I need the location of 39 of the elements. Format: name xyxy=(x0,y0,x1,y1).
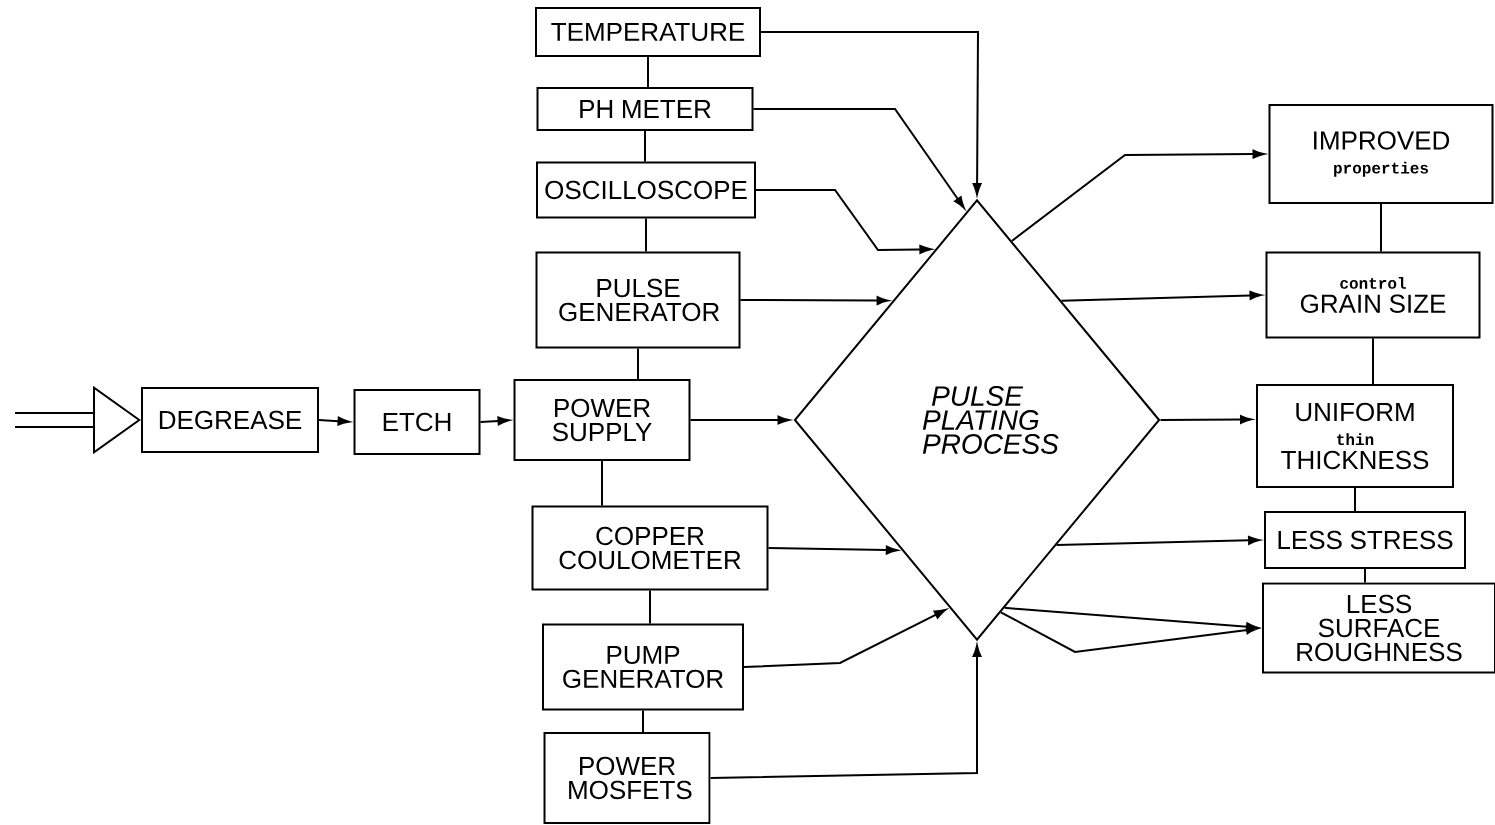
arrow xyxy=(743,609,947,668)
process-box: DEGREASE xyxy=(141,387,319,453)
arrow xyxy=(1010,149,1265,242)
connector-line xyxy=(1354,487,1356,512)
process-box: UNIFORM thin THICKNESS xyxy=(1256,384,1454,488)
connector-line xyxy=(1372,337,1374,385)
process-box: OSCILLOSCOPE xyxy=(536,161,756,219)
arrow xyxy=(318,416,350,426)
arrow xyxy=(999,611,1259,654)
process-box: POWER MOSFETS xyxy=(543,732,711,824)
connector-line xyxy=(644,130,646,163)
process-box: COPPER COULOMETER xyxy=(531,505,769,591)
connector-line xyxy=(649,589,651,625)
process-box: PUMP GENERATOR xyxy=(542,623,744,711)
process-box: LESS SURFACE ROUGHNESS xyxy=(1262,582,1495,674)
connector-line xyxy=(645,217,647,253)
arrow xyxy=(1159,415,1253,424)
arrow xyxy=(479,416,510,426)
arrow xyxy=(752,108,965,209)
process-box: POWER SUPPLY xyxy=(513,379,691,461)
connector-line xyxy=(637,347,639,380)
connector-line xyxy=(1364,568,1366,584)
arrow xyxy=(1060,291,1262,302)
connector-line xyxy=(601,460,603,507)
arrow xyxy=(689,415,790,425)
arrow xyxy=(1055,535,1261,547)
process-box: PULSE GENERATOR xyxy=(535,251,741,349)
process-box: control GRAIN SIZE xyxy=(1265,251,1481,339)
process-box: PH METER xyxy=(536,87,754,131)
process-box: LESS STRESS xyxy=(1264,511,1466,569)
connector-line xyxy=(1380,203,1382,253)
arrow xyxy=(760,31,982,196)
arrow xyxy=(709,644,982,779)
process-box: TEMPERATURE xyxy=(535,7,761,57)
arrow xyxy=(755,189,932,254)
connector-line xyxy=(647,56,649,88)
process-box: IMPROVED properties xyxy=(1268,104,1494,204)
connector-line xyxy=(642,709,644,733)
process-box: ETCH xyxy=(353,389,481,455)
